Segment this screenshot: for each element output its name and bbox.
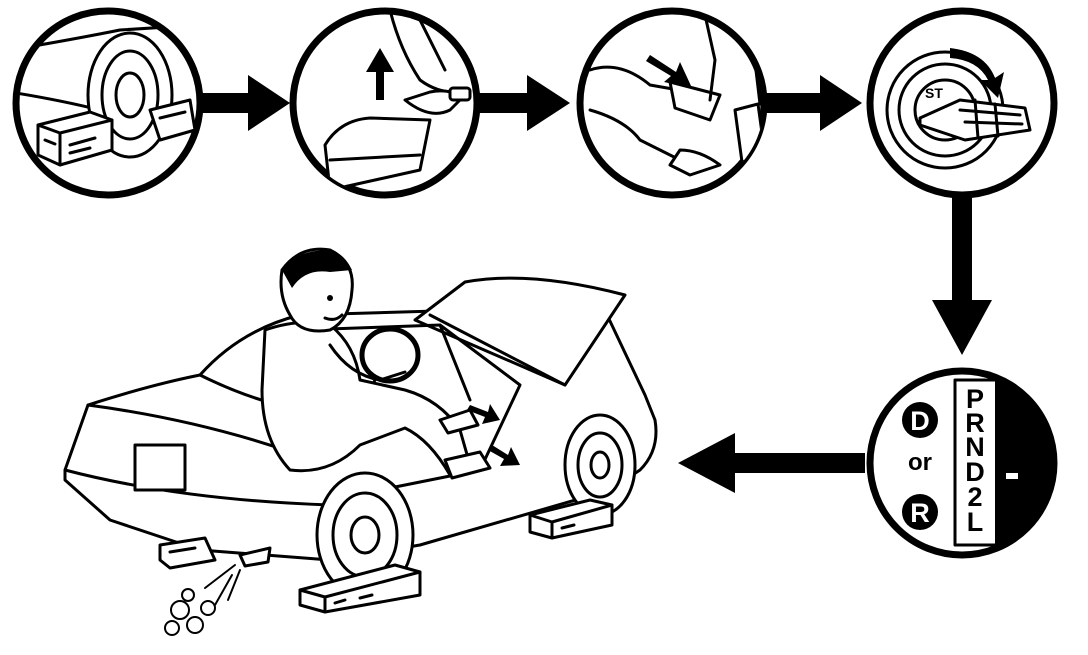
gear-position-l: L (967, 507, 984, 537)
arrow-down-icon (932, 198, 992, 355)
step-4-ignition-key: ST (866, 7, 1058, 199)
step-3-brake-pedal (576, 7, 768, 199)
gear-position-n: N (965, 432, 985, 462)
car-with-technician-illustration (63, 247, 658, 636)
gear-position-r: R (965, 408, 985, 438)
gear-positions: P R N D 2 L (965, 384, 985, 537)
gear-position-d: D (965, 457, 985, 487)
arrow-right-icon (765, 75, 862, 131)
key-position-label: ST (925, 85, 943, 101)
drive-badge (902, 402, 938, 438)
step-2-parking-brake (289, 7, 481, 199)
parking-brake-icon (323, 11, 472, 192)
wheel-chock-icon (16, 23, 200, 167)
arrow-left-icon (678, 433, 865, 493)
reverse-badge (902, 494, 938, 530)
gear-position-2: 2 (967, 482, 982, 512)
reverse-badge-label: R (910, 498, 930, 528)
arrow-up-icon (366, 48, 394, 100)
or-connector: or (908, 449, 932, 476)
gear-position-p: P (966, 384, 984, 414)
arrow-right-icon (477, 75, 570, 131)
ignition-key-icon (885, 50, 1032, 170)
drive-badge-label: D (910, 406, 930, 436)
shift-gate-icon (953, 371, 1054, 555)
arrow-right-icon (200, 75, 290, 131)
arrow-down-right-icon (646, 55, 692, 88)
step-5-shift-lever: P R N D 2 L D or R (866, 367, 1058, 559)
step-1-wheel-chocks (12, 7, 204, 199)
arrow-clockwise-icon (950, 48, 1004, 98)
